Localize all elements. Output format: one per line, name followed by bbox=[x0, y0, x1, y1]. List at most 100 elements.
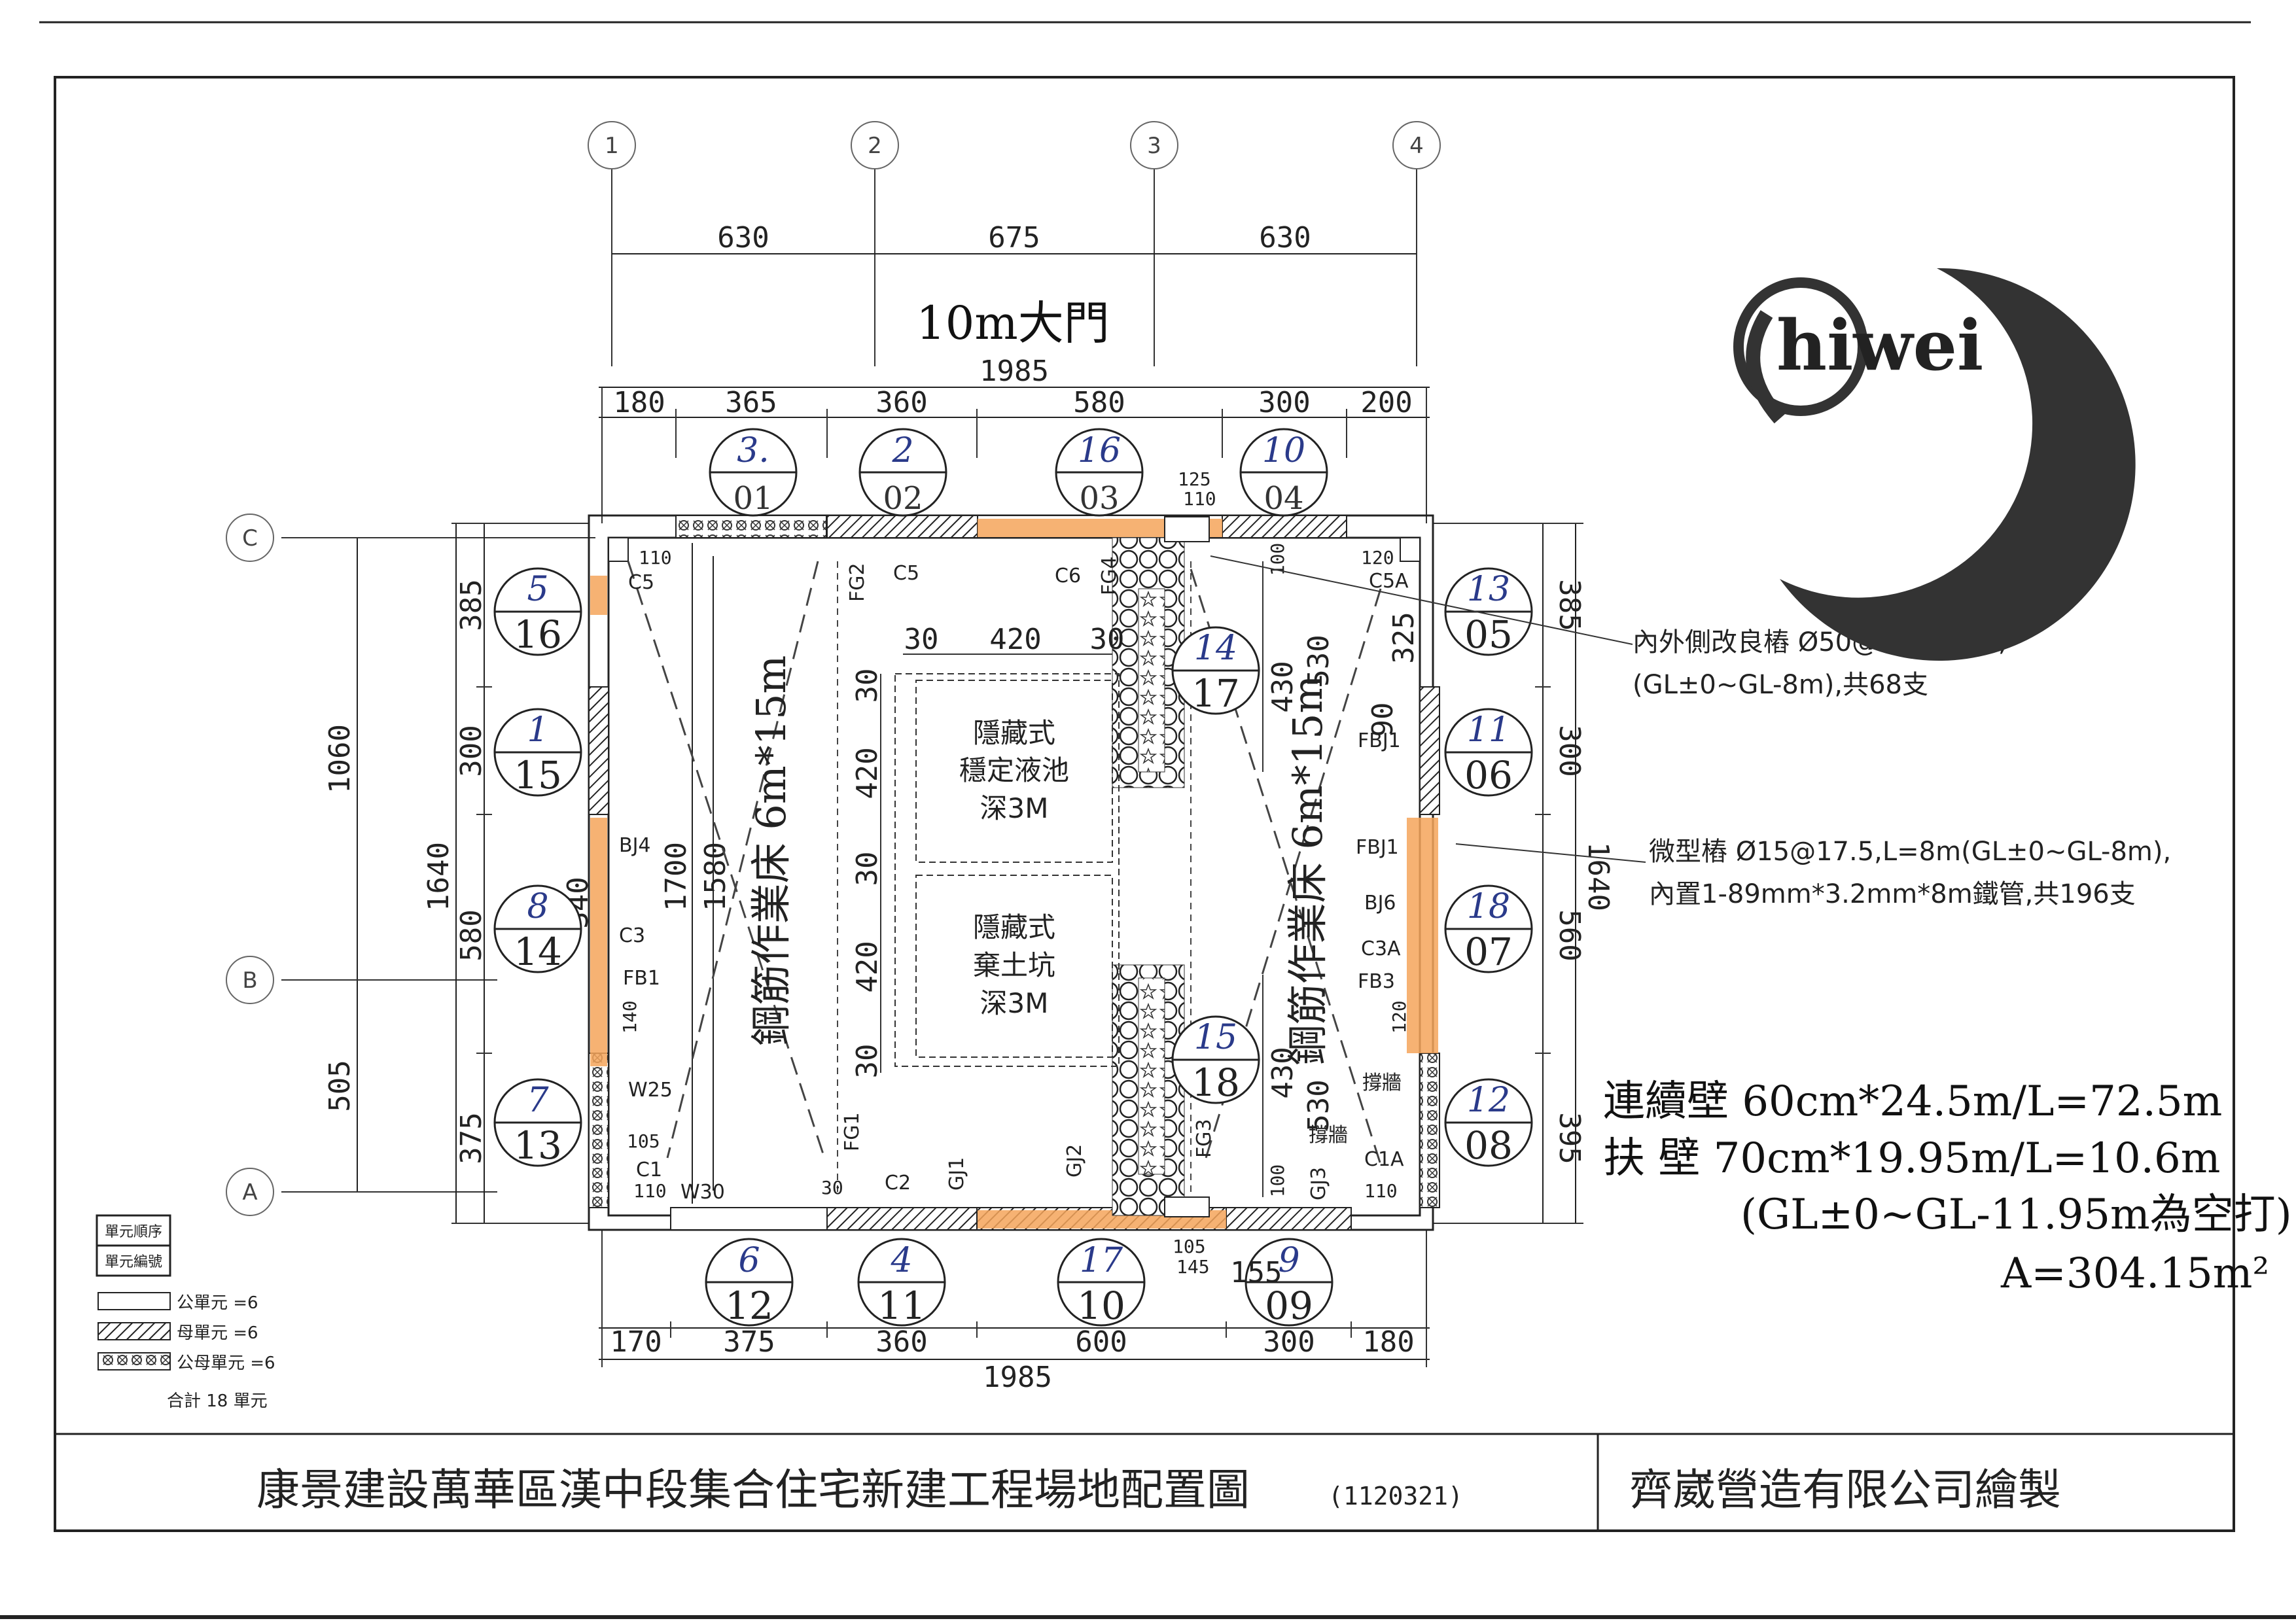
label-145: 145 bbox=[1176, 1256, 1210, 1278]
svg-text:2: 2 bbox=[868, 133, 882, 159]
label-120b: 120 bbox=[1388, 1000, 1410, 1034]
svg-text:4: 4 bbox=[890, 1241, 912, 1280]
grid-bubble-2: 2 bbox=[851, 121, 899, 169]
grid-bubble-a: A bbox=[226, 1168, 274, 1216]
pile-dimensions: 430 530 100 430 530 100 bbox=[1262, 543, 1335, 1198]
dim-top-seg-1: 180 bbox=[613, 386, 665, 419]
label-c6: C6 bbox=[1055, 565, 1081, 587]
legend-swatch-hatch bbox=[97, 1322, 171, 1340]
pit-width-2: 420 bbox=[989, 623, 1041, 656]
drawing-date: (1120321) bbox=[1328, 1482, 1463, 1510]
grid-bubble-3: 3 bbox=[1130, 121, 1178, 169]
svg-text:11: 11 bbox=[1467, 710, 1510, 750]
label-125: 125 bbox=[1178, 468, 1211, 490]
label-c5a: C5A bbox=[1369, 570, 1409, 593]
dim-inner-1580: 1580 bbox=[699, 842, 732, 911]
label-c3: C3 bbox=[619, 924, 645, 947]
bottom-panel-09 bbox=[1226, 1207, 1352, 1230]
label-fbj1-upper: FBJ1 bbox=[1358, 729, 1401, 752]
label-110d: 110 bbox=[1364, 1180, 1398, 1202]
svg-text:2: 2 bbox=[891, 431, 913, 470]
pit2-line2: 棄土坑 bbox=[973, 949, 1055, 981]
spec-diaphragm-wall: 連續壁 60cm*24.5m/L=72.5m bbox=[1603, 1077, 2222, 1126]
top-dimensions: 630 675 630 10m大門 1985 180 365 360 580 3… bbox=[599, 221, 1430, 523]
pit-area: 30 420 30 30 420 30 420 30 隱藏式 穩定液池 深3M … bbox=[851, 623, 1124, 1078]
svg-text:05: 05 bbox=[1464, 612, 1513, 657]
right-panel-06 bbox=[1419, 686, 1440, 815]
grid-axes: 1 2 3 4 C B A bbox=[226, 121, 1441, 1216]
spec-area: A=304.15m² bbox=[2000, 1249, 2269, 1298]
svg-text:7: 7 bbox=[527, 1081, 549, 1120]
svg-text:6: 6 bbox=[738, 1241, 760, 1280]
legend-item-1: 公單元 =6 bbox=[177, 1293, 258, 1313]
pit-height-4: 420 bbox=[851, 941, 884, 992]
legend-no-label: 單元編號 bbox=[105, 1254, 162, 1270]
dim-bottom-seg-6: 180 bbox=[1362, 1325, 1414, 1359]
label-fg3: FG3 bbox=[1193, 1119, 1216, 1158]
svg-text:B: B bbox=[242, 968, 257, 994]
svg-text:14: 14 bbox=[514, 930, 562, 974]
svg-text:04: 04 bbox=[1263, 480, 1303, 517]
grid-bubble-b: B bbox=[226, 956, 274, 1004]
spec-buttress: 扶 壁 70cm*19.95m/L=10.6m bbox=[1603, 1134, 2220, 1183]
label-fg4: FG4 bbox=[1098, 556, 1121, 595]
label-fb3: FB3 bbox=[1358, 970, 1395, 993]
dim-inner-430a: 430 bbox=[1266, 661, 1299, 712]
svg-text:15: 15 bbox=[514, 753, 562, 797]
unit-13: 713 bbox=[493, 1078, 582, 1168]
label-120a: 120 bbox=[1361, 547, 1394, 568]
svg-text:17: 17 bbox=[1080, 1241, 1123, 1280]
top-panel-01 bbox=[675, 515, 827, 538]
label-105b: 105 bbox=[1173, 1236, 1206, 1257]
svg-text:1: 1 bbox=[527, 710, 548, 750]
dim-inner-530b: 530 bbox=[1302, 1079, 1335, 1131]
svg-text:11: 11 bbox=[877, 1283, 926, 1328]
label-fg2: FG2 bbox=[846, 563, 869, 602]
component-labels: C5 C5 C6 C5A C3 C3A C1 C1A C2 BJ4 BJ6 FB… bbox=[619, 468, 1410, 1289]
svg-text:03: 03 bbox=[1079, 480, 1119, 517]
svg-text:3.: 3. bbox=[737, 431, 769, 470]
unit-02: 202 bbox=[858, 428, 947, 517]
dim-inner-100a: 100 bbox=[1267, 543, 1288, 576]
dim-top-seg-6: 200 bbox=[1360, 386, 1412, 419]
bottom-dimensions: 170 375 360 600 300 180 1985 bbox=[599, 1230, 1430, 1394]
svg-text:01: 01 bbox=[733, 480, 773, 517]
dim-right-seg-1: 385 bbox=[1553, 579, 1586, 631]
legend-swatch-blank bbox=[97, 1292, 171, 1310]
dim-inner-530a: 530 bbox=[1302, 635, 1335, 686]
svg-text:C: C bbox=[242, 525, 258, 551]
title-block: 康景建設萬華區漢中段集合住宅新建工程場地配置圖 (1120321) 齊崴營造有限… bbox=[256, 1465, 2061, 1515]
label-fbj1-lower: FBJ1 bbox=[1356, 836, 1399, 859]
unit-16: 516 bbox=[493, 567, 582, 657]
svg-text:13: 13 bbox=[1467, 570, 1510, 609]
label-c5-left: C5 bbox=[628, 571, 654, 594]
unit-12: 612 bbox=[705, 1238, 794, 1328]
wall-specs: 連續壁 60cm*24.5m/L=72.5m 扶 壁 70cm*19.95m/L… bbox=[1603, 1077, 2292, 1298]
label-bj4: BJ4 bbox=[619, 834, 651, 857]
grid-bubble-4: 4 bbox=[1392, 121, 1441, 169]
label-c5-mid: C5 bbox=[893, 562, 919, 585]
legend-total: 合計 18 單元 bbox=[167, 1391, 268, 1411]
svg-text:06: 06 bbox=[1464, 753, 1513, 797]
left-panel-13 bbox=[588, 1053, 609, 1208]
dim-inner-100b: 100 bbox=[1267, 1164, 1288, 1198]
note-micro-pile-2: 內置1-89mm*3.2mm*8m鐵管,共196支 bbox=[1649, 879, 2136, 909]
dim-bottom-seg-2: 375 bbox=[723, 1325, 775, 1359]
pit1-line3: 深3M bbox=[980, 792, 1049, 824]
svg-text:13: 13 bbox=[514, 1123, 562, 1168]
label-fb1: FB1 bbox=[623, 967, 660, 990]
label-brace2: 撐牆 bbox=[1309, 1124, 1348, 1147]
label-c1: C1 bbox=[636, 1159, 662, 1181]
dim-top-grid-2: 675 bbox=[988, 221, 1040, 254]
pile-columns bbox=[1112, 516, 1210, 1217]
svg-text:3: 3 bbox=[1147, 133, 1161, 159]
label-110a: 110 bbox=[639, 547, 672, 568]
right-panel-08 bbox=[1419, 1053, 1440, 1208]
svg-text:17: 17 bbox=[1192, 671, 1240, 716]
pile-notes: 內外側改良樁 Ø50@40,L=8m, (GL±0~GL-8m),共68支 微型… bbox=[1633, 627, 2171, 909]
legend-item-2: 母單元 =6 bbox=[177, 1323, 258, 1343]
